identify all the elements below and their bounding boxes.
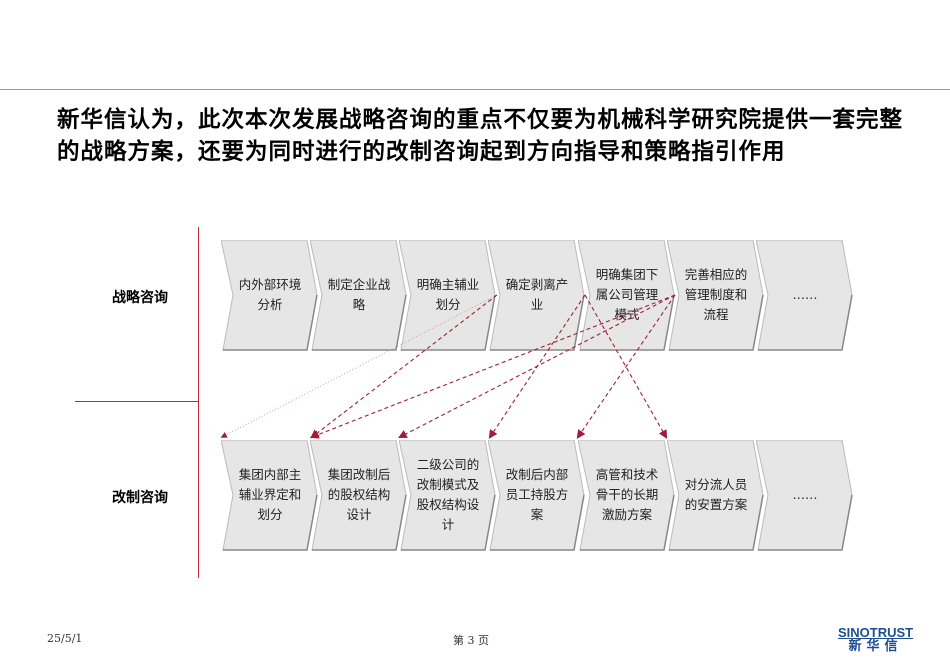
process-step: 确定剥离产业 — [488, 240, 586, 352]
step-label: …… — [792, 287, 818, 302]
process-step: 完善相应的管理制度和流程 — [667, 240, 765, 352]
top-divider — [0, 89, 950, 90]
process-step: 集团改制后的股权结构设计 — [310, 440, 408, 552]
process-step: 对分流人员的安置方案 — [667, 440, 765, 552]
sinotrust-logo: SINOTRUST 新华信 — [838, 626, 913, 652]
horizontal-divider — [75, 401, 198, 402]
step-label: …… — [792, 487, 818, 502]
step-label: 确定剥离产业 — [505, 277, 569, 312]
step-label: 高管和技术骨干的长期激励方案 — [595, 467, 659, 522]
logo-en: SINOTRUST — [838, 625, 914, 640]
process-step: 二级公司的改制模式及股权结构设计 — [399, 440, 497, 552]
process-step: 明确集团下属公司管理模式 — [578, 240, 676, 352]
step-label: 制定企业战略 — [327, 277, 391, 312]
process-step: …… — [756, 440, 854, 552]
dependency-arrow — [584, 294, 668, 439]
process-step: 明确主辅业划分 — [399, 240, 497, 352]
row-label-strategy: 战略咨询 — [112, 290, 168, 306]
dependency-arrow — [220, 294, 498, 438]
process-step: 内外部环境分析 — [221, 240, 319, 352]
step-label: 内外部环境分析 — [238, 277, 302, 312]
dependency-arrow — [488, 294, 586, 439]
dependency-arrow — [576, 294, 676, 439]
process-step: 改制后内部员工持股方案 — [488, 440, 586, 552]
process-step: 高管和技术骨干的长期激励方案 — [578, 440, 676, 552]
dependency-arrow — [309, 294, 676, 439]
logo-cn: 新华信 — [848, 638, 903, 653]
dependency-arrow — [310, 294, 498, 439]
step-label: 改制后内部员工持股方案 — [505, 467, 569, 522]
process-step: 制定企业战略 — [310, 240, 408, 352]
footer-page: 第 3 页 — [453, 634, 489, 647]
footer-date: 25/5/1 — [47, 632, 83, 645]
step-label: 二级公司的改制模式及股权结构设计 — [416, 457, 480, 532]
vertical-divider — [198, 227, 199, 578]
step-label: 明确主辅业划分 — [416, 277, 480, 312]
headline: 新华信认为，此次本次发展战略咨询的重点不仅要为机械科学研究院提供一套完整的战略方… — [57, 107, 904, 165]
process-step: 集团内部主辅业界定和划分 — [221, 440, 319, 552]
step-label: 集团改制后的股权结构设计 — [327, 467, 391, 522]
process-step: …… — [756, 240, 854, 352]
step-label: 完善相应的管理制度和流程 — [684, 267, 748, 322]
step-label: 集团内部主辅业界定和划分 — [238, 467, 302, 522]
step-label: 对分流人员的安置方案 — [684, 477, 748, 512]
row-label-restructuring: 改制咨询 — [112, 490, 168, 506]
